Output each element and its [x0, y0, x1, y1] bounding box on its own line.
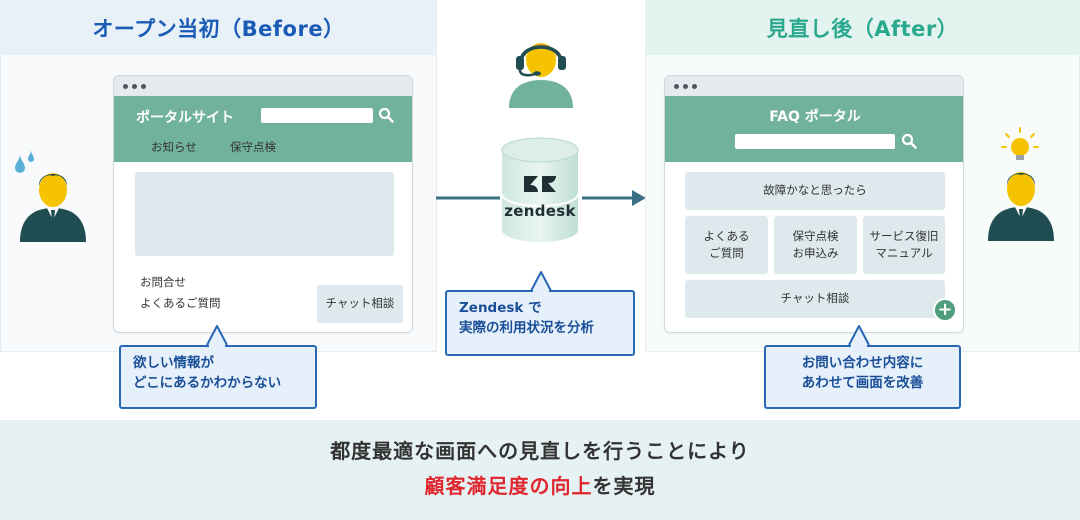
before-bubble-line2: どこにあるかわからない — [133, 375, 282, 392]
worried-user-icon — [15, 150, 86, 242]
zendesk-database-icon — [501, 137, 579, 242]
tile-recovery-manual[interactable]: サービス復旧マニュアル — [863, 216, 945, 274]
after-chat-button[interactable]: チャット相談 — [685, 280, 945, 318]
tab-news[interactable]: お知らせ — [151, 140, 197, 154]
conclusion-line1: 都度最適な画面への見直しを行うことにより — [330, 439, 750, 463]
before-bubble-tail — [206, 325, 228, 346]
before-bubble-tail-cover — [209, 343, 225, 347]
after-bubble-tail — [848, 325, 870, 346]
after-bubble-tail-cover — [851, 343, 867, 347]
tile-maint-line2: お申込み — [792, 246, 839, 260]
before-title: オープン当初（Before） — [0, 0, 437, 55]
center-bubble-line1: Zendesk で — [459, 300, 542, 316]
after-portal-header: FAQ ポータル — [665, 96, 963, 162]
tile-recovery-line2: マニュアル — [875, 246, 933, 260]
before-portal-window: ポータルサイト お知らせ 保守点検 お問合せ よくあるご質問 チャット相談 — [113, 75, 413, 333]
center-bubble-tail — [530, 271, 552, 292]
conclusion-line2: 顧客満足度の向上を実現 — [0, 470, 1080, 499]
zendesk-brand-label: zendesk — [504, 202, 576, 220]
before-portal-header: ポータルサイト お知らせ 保守点検 — [114, 96, 412, 162]
plus-glyph: + — [937, 299, 953, 320]
tab-maintenance[interactable]: 保守点検 — [230, 140, 276, 154]
search-icon[interactable] — [378, 107, 394, 123]
sweat-drop-icon — [15, 154, 25, 173]
tile-recovery-line1: サービス復旧 — [869, 228, 939, 243]
after-bubble-line1: お問い合わせ内容に — [801, 355, 924, 371]
tile-faq[interactable]: よくあるご質問 — [685, 216, 768, 274]
link-faq[interactable]: よくあるご質問 — [140, 296, 221, 310]
before-content-area — [135, 172, 394, 256]
before-search-input[interactable] — [261, 108, 373, 123]
link-contact[interactable]: お問合せ — [140, 275, 186, 289]
after-portal-title: FAQ ポータル — [769, 109, 861, 125]
operator-icon — [509, 43, 573, 108]
after-bubble-line2: あわせて画面を改善 — [801, 375, 924, 392]
window-titlebar — [665, 76, 963, 96]
conclusion-rest: を実現 — [592, 474, 656, 498]
after-bubble: お問い合わせ内容に あわせて画面を改善 — [764, 345, 961, 409]
center-bubble: Zendesk で 実際の利用状況を分析 — [445, 290, 635, 356]
headset-icon — [516, 56, 524, 70]
window-titlebar — [114, 76, 412, 96]
tile-faq-line2: ご質問 — [709, 246, 744, 260]
after-portal-window: FAQ ポータル 故障かなと思ったら よくあるご質問 保守点検お申込み サービス… — [664, 75, 964, 333]
before-bubble-line1: 欲しい情報が — [133, 355, 214, 371]
search-icon[interactable] — [901, 133, 917, 149]
before-bubble: 欲しい情報が どこにあるかわからない — [119, 345, 317, 409]
conclusion-accent: 顧客満足度の向上 — [424, 474, 593, 498]
tile-troubleshooting[interactable]: 故障かなと思ったら — [685, 172, 945, 210]
satisfied-user-icon — [988, 127, 1054, 241]
tile-maint-line1: 保守点検 — [792, 228, 839, 243]
center-bubble-tail-cover — [533, 289, 549, 293]
conclusion-band: 都度最適な画面への見直しを行うことにより 顧客満足度の向上を実現 — [0, 420, 1080, 520]
tile-maintenance-apply[interactable]: 保守点検お申込み — [774, 216, 857, 274]
tile-faq-line1: よくある — [703, 228, 750, 243]
zendesk-logo-icon — [524, 176, 556, 192]
flow-arrow — [436, 190, 646, 206]
after-title: 見直し後（After） — [645, 0, 1080, 55]
center-bubble-line2: 実際の利用状況を分析 — [459, 320, 594, 337]
plus-icon[interactable]: + — [933, 298, 957, 322]
arrow-right-icon — [632, 190, 646, 206]
before-chat-button[interactable]: チャット相談 — [317, 285, 403, 323]
before-portal-title: ポータルサイト — [136, 110, 234, 126]
lightbulb-icon — [1001, 127, 1039, 160]
after-search-input[interactable] — [735, 134, 895, 149]
